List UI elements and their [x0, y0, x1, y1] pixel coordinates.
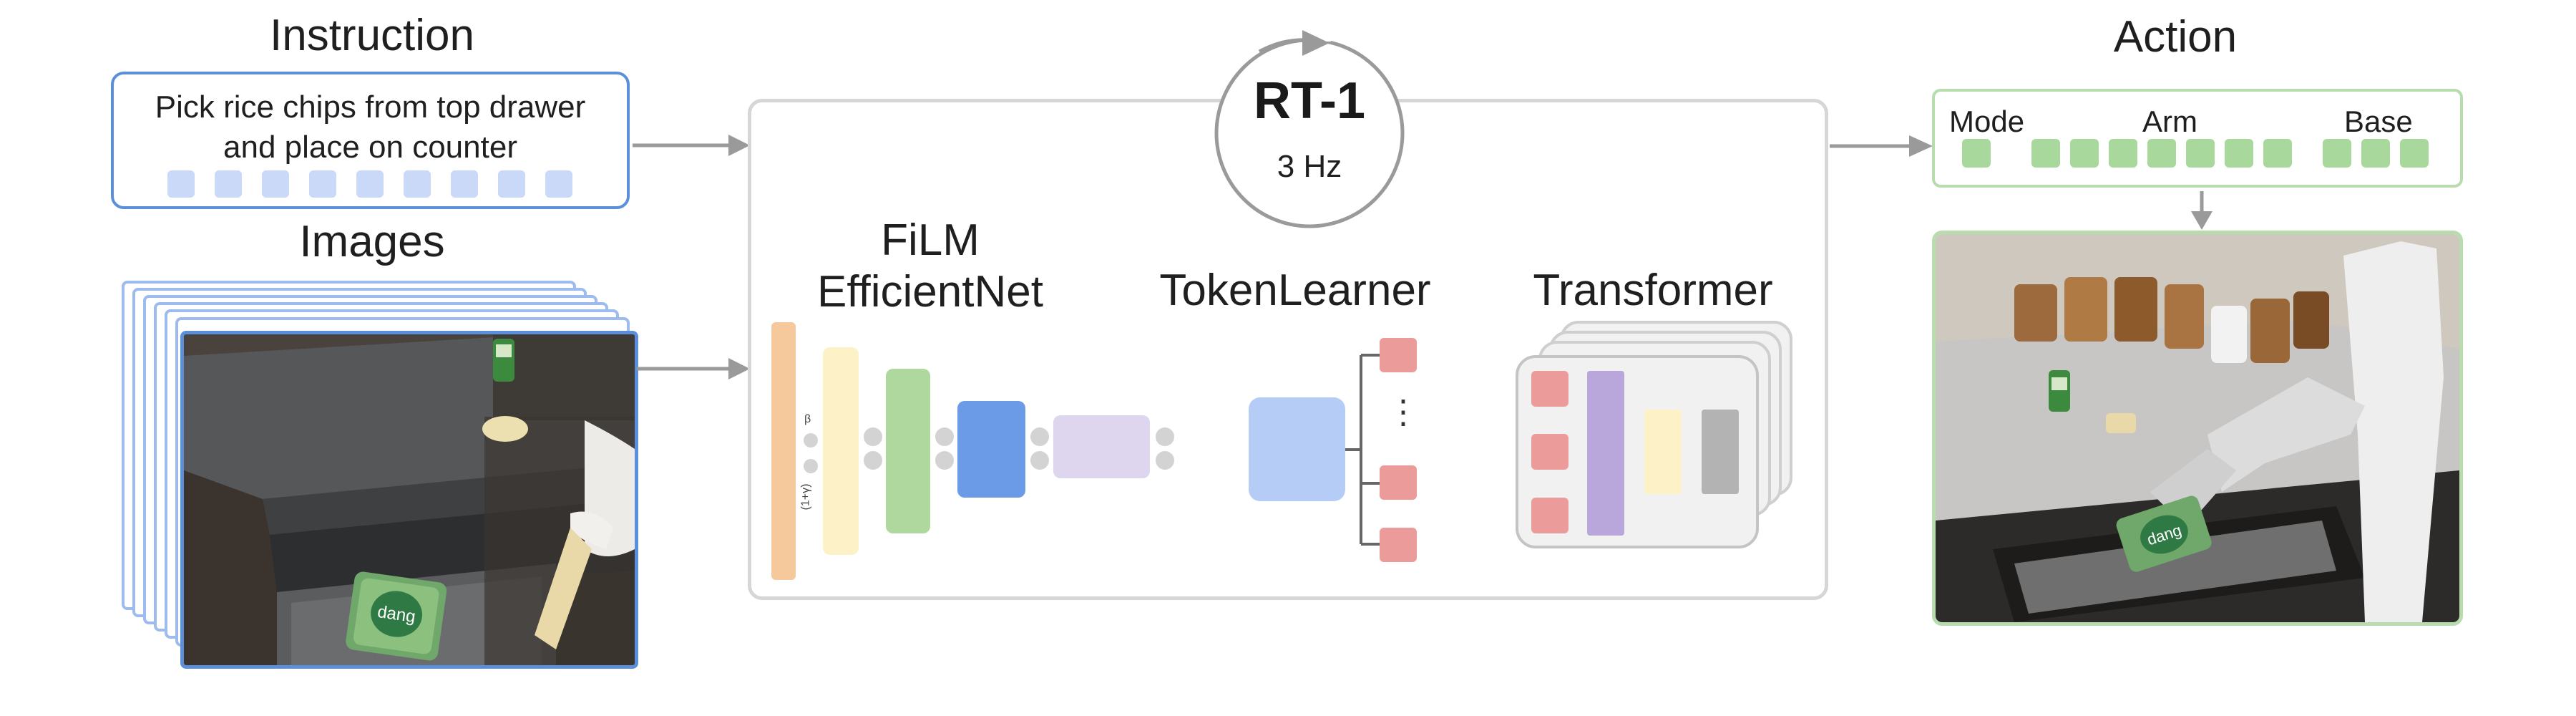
- connector-dot: [1030, 427, 1049, 446]
- images-heading: Images: [299, 217, 445, 266]
- connector-dot: [864, 451, 882, 470]
- instruction-heading: Instruction: [269, 11, 475, 60]
- action-down-arrow: [2191, 191, 2212, 230]
- connector-dot: [935, 451, 954, 470]
- transformer-token: [1531, 434, 1568, 470]
- token-ellipsis: ⋮: [1387, 393, 1420, 430]
- multiply-operator-icon: [804, 459, 818, 473]
- learned-token: [1380, 338, 1417, 372]
- action-token-mode: [1962, 139, 1991, 168]
- instruction-token: [545, 170, 572, 198]
- instruction-text: Pick rice chips from top drawer and plac…: [114, 87, 627, 168]
- arrow-head-icon: [1302, 30, 1330, 56]
- arrow-head-icon: [728, 135, 750, 156]
- film-label-line1: FiLM: [881, 216, 980, 265]
- robot-photo: dang: [1932, 231, 2463, 626]
- rt1-title: RT-1: [1253, 72, 1366, 130]
- action-box: Mode Arm Base: [1932, 89, 2463, 188]
- robot-scene: dang: [1936, 234, 2459, 622]
- action-token-arm: [2031, 139, 2060, 168]
- instruction-token: [404, 170, 431, 198]
- film-efficientnet-label: FiLM EfficientNet: [794, 215, 1066, 318]
- instruction-box: Pick rice chips from top drawer and plac…: [111, 72, 630, 209]
- instruction-token: [309, 170, 336, 198]
- learned-token: [1380, 465, 1417, 500]
- action-token-arm: [2263, 139, 2292, 168]
- transformer-label: Transformer: [1533, 266, 1773, 315]
- instruction-tokens: [114, 170, 627, 199]
- arrow-head-icon: [728, 358, 750, 379]
- action-mode-label: Mode: [1949, 105, 2025, 138]
- instruction-token: [451, 170, 478, 198]
- action-token-arm: [2186, 139, 2215, 168]
- output-arrow: [1830, 135, 1933, 157]
- connector-dot: [1156, 451, 1174, 470]
- drawer-photo: dang: [180, 331, 638, 669]
- gamma-label: (1+γ): [799, 483, 812, 511]
- instruction-token: [356, 170, 384, 198]
- action-tokens: [1935, 139, 2460, 170]
- rt1-frequency: 3 Hz: [1277, 149, 1342, 184]
- transformer-token: [1531, 371, 1568, 407]
- efficientnet-green-block: [886, 369, 930, 533]
- tokenlearner-fanout: [1345, 354, 1381, 546]
- connector-dot: [935, 427, 954, 446]
- action-token-base: [2361, 139, 2390, 168]
- image-input-bar: [771, 322, 796, 580]
- input-arrows: [633, 135, 750, 379]
- transformer-output-block: [1702, 410, 1739, 494]
- add-operator-icon: [804, 433, 818, 448]
- instruction-text-line2: and place on counter: [223, 130, 517, 165]
- action-heading: Action: [2113, 12, 2238, 62]
- action-token-arm: [2070, 139, 2099, 168]
- action-token-base: [2323, 139, 2351, 168]
- action-token-arm: [2225, 139, 2253, 168]
- transformer-attention-block: [1587, 371, 1624, 536]
- tokenlearner-block: [1249, 397, 1345, 501]
- connector-dot: [864, 427, 882, 446]
- transformer-ffn-block: [1644, 410, 1682, 494]
- drawer-scene: dang: [184, 334, 635, 665]
- efficientnet-blue-block: [957, 401, 1025, 498]
- snack-jars: [2014, 277, 2329, 363]
- instruction-token: [215, 170, 242, 198]
- learned-token: [1380, 528, 1417, 562]
- connector-dot: [1156, 427, 1174, 446]
- arrow-head-icon: [1909, 135, 1933, 157]
- film-label-line2: EfficientNet: [817, 267, 1043, 316]
- circular-arrow-icon: [1214, 20, 1405, 228]
- action-token-arm: [2147, 139, 2176, 168]
- film-layer-bar: [823, 347, 859, 555]
- action-base-label: Base: [2344, 105, 2413, 138]
- tokenlearner-label: TokenLearner: [1159, 266, 1431, 315]
- efficientnet-lavender-block: [1053, 415, 1150, 478]
- instruction-token: [167, 170, 195, 198]
- transformer-token: [1531, 498, 1568, 533]
- connector-dot: [1030, 451, 1049, 470]
- instruction-text-line1: Pick rice chips from top drawer: [155, 90, 586, 125]
- instruction-token: [262, 170, 289, 198]
- action-token-base: [2400, 139, 2429, 168]
- beta-label: β: [804, 413, 811, 425]
- arrow-head-icon: [2191, 211, 2212, 230]
- action-token-arm: [2109, 139, 2137, 168]
- film-operators: β (1+γ): [799, 405, 821, 512]
- action-arm-label: Arm: [2142, 105, 2197, 138]
- instruction-token: [498, 170, 525, 198]
